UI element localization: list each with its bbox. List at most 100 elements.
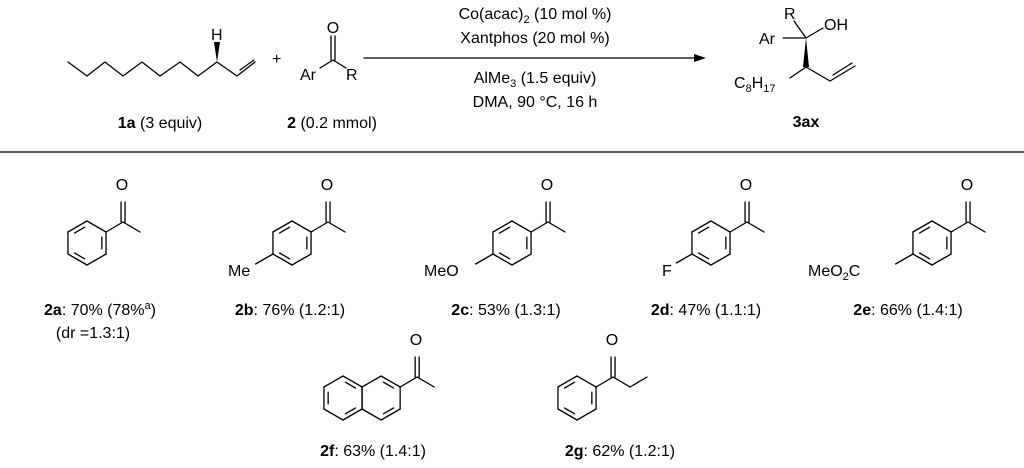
ring-bond	[710, 220, 731, 233]
methoxycarbonyl-label: MeO2C	[808, 263, 860, 283]
alkyl-chain-bond	[67, 61, 256, 77]
methyl-bond	[416, 376, 435, 388]
bond	[793, 20, 807, 39]
ring-bond	[342, 375, 363, 388]
ring-bond	[912, 220, 933, 233]
aromatic-double-bond	[697, 226, 710, 234]
ring-bond	[557, 408, 578, 421]
bond	[729, 221, 748, 233]
alkene-double-bond	[239, 59, 255, 71]
ring-bond	[492, 253, 513, 266]
ring-bond	[323, 408, 344, 421]
wedge-bond	[214, 42, 220, 62]
oxygen-label: O	[116, 177, 128, 194]
ring-bond	[67, 253, 88, 266]
ring-bond	[291, 220, 312, 233]
bond	[310, 221, 329, 233]
oxygen-label: O	[327, 20, 339, 37]
ring-bond	[511, 220, 532, 233]
oxygen-label: O	[541, 177, 553, 194]
bond	[105, 221, 124, 233]
substrate-2a-dr: (dr =1.3:1)	[56, 325, 130, 342]
hydroxyl-label: OH	[824, 17, 848, 34]
aromatic-double-bond	[918, 252, 931, 260]
oxygen-label: O	[321, 177, 333, 194]
arrow-head	[694, 54, 706, 62]
ring-bond	[912, 253, 933, 266]
ring-bond	[576, 408, 597, 421]
ring-bond	[931, 253, 952, 266]
ring-bond	[492, 220, 513, 233]
condition-reagent: AlMe3 (1.5 equiv)	[474, 70, 597, 90]
substrate-2c-label: 2c: 53% (1.3:1)	[451, 302, 560, 319]
bond	[332, 59, 347, 69]
reactant-1a-label: 1a (3 equiv)	[118, 115, 203, 132]
substituent-bond	[254, 253, 274, 265]
ring-bond	[67, 220, 88, 233]
ring-bond	[291, 253, 312, 266]
hydrogen-label: H	[211, 27, 223, 44]
substrate-2b-label: 2b: 76% (1.2:1)	[235, 302, 345, 319]
oxygen-label: O	[606, 332, 618, 349]
vinyl-bond	[805, 65, 856, 82]
ring-bond	[511, 253, 532, 266]
ring-bond	[691, 220, 712, 233]
condition-catalyst: Co(acac)2 (10 mol %)	[459, 6, 612, 26]
condition-solvent-temp-time: DMA, 90 °C, 16 h	[473, 94, 598, 111]
ring-bond	[86, 253, 107, 266]
reactant-2-label: 2 (0.2 mmol)	[287, 115, 377, 132]
octyl-label: C8H17	[734, 75, 776, 95]
substrate-structures	[67, 201, 986, 421]
ring-bond	[323, 375, 344, 388]
bond	[595, 376, 614, 388]
bond	[789, 66, 807, 79]
aromatic-double-bond	[498, 252, 511, 260]
plus-sign: +	[272, 51, 281, 68]
methoxy-label: MeO	[424, 263, 459, 280]
ring-bond	[361, 375, 382, 388]
ring-bond	[342, 408, 363, 421]
bond	[319, 59, 334, 69]
methyl-bond	[327, 221, 346, 233]
aromatic-double-bond	[344, 381, 357, 389]
r-group-label: R	[346, 67, 358, 84]
aromatic-double-bond	[498, 226, 511, 234]
ring-bond	[86, 220, 107, 233]
substrate-2g-label: 2g: 62% (1.2:1)	[565, 443, 675, 460]
substrate-2a-label: 2a: 70% (78%a)	[44, 300, 156, 319]
condition-ligand: Xantphos (20 mol %)	[460, 30, 609, 47]
product-3ax-structure: R OH Ar C8H17	[734, 6, 856, 95]
bond	[805, 27, 824, 39]
methyl-bond	[629, 376, 648, 388]
methyl-bond	[612, 376, 631, 388]
ring-bond	[361, 408, 382, 421]
ring-bond	[931, 220, 952, 233]
ring-bond	[380, 408, 401, 421]
substituent-bond	[675, 253, 693, 264]
aromatic-double-bond	[278, 226, 291, 234]
substituent-bond	[474, 253, 494, 265]
aromatic-double-bond	[918, 226, 931, 234]
ring-bond	[380, 375, 401, 388]
fluoro-label: F	[662, 263, 672, 280]
r-group-label: R	[784, 6, 796, 23]
substrate-2f-label: 2f: 63% (1.4:1)	[320, 443, 426, 460]
bond	[399, 376, 418, 388]
methyl-label: Me	[228, 263, 250, 280]
product-3ax-label: 3ax	[793, 114, 820, 131]
aromatic-double-bond	[73, 252, 86, 260]
aromatic-double-bond	[382, 381, 395, 389]
reactant-2-structure: O Ar R	[300, 20, 358, 84]
aromatic-double-bond	[344, 407, 357, 415]
ring-bond	[272, 253, 293, 266]
methyl-bond	[746, 221, 765, 233]
ring-bond	[576, 375, 597, 388]
methyl-bond	[547, 221, 566, 233]
oxygen-label: O	[410, 332, 422, 349]
methyl-bond	[122, 221, 141, 233]
substrate-2d-label: 2d: 47% (1.1:1)	[651, 302, 761, 319]
aromatic-double-bond	[73, 226, 86, 234]
ring-bond	[557, 375, 578, 388]
substrate-2e-label: 2e: 66% (1.4:1)	[853, 302, 962, 319]
ring-bond	[272, 220, 293, 233]
